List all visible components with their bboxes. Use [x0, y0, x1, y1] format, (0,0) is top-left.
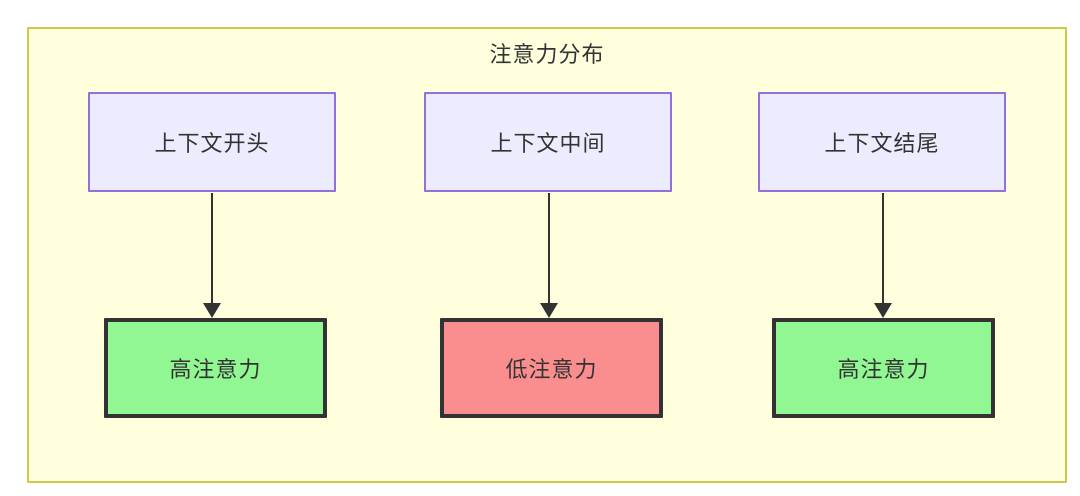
node-context-middle[interactable]: 上下文中间: [424, 92, 672, 192]
node-context-end-label: 上下文结尾: [824, 131, 940, 156]
node-high-attention-start-label: 高注意力: [169, 357, 262, 382]
node-context-middle-label: 上下文中间: [490, 131, 606, 156]
node-high-attention-start[interactable]: 高注意力: [104, 318, 327, 418]
node-high-attention-end[interactable]: 高注意力: [772, 318, 995, 418]
node-high-attention-end-label: 高注意力: [837, 357, 930, 382]
node-context-start-label: 上下文开头: [154, 131, 270, 156]
node-context-end[interactable]: 上下文结尾: [758, 92, 1006, 192]
node-low-attention-middle-label: 低注意力: [505, 357, 598, 382]
subgraph-title: 注意力分布: [489, 42, 605, 67]
node-context-start[interactable]: 上下文开头: [88, 92, 336, 192]
node-low-attention-middle[interactable]: 低注意力: [440, 318, 663, 418]
